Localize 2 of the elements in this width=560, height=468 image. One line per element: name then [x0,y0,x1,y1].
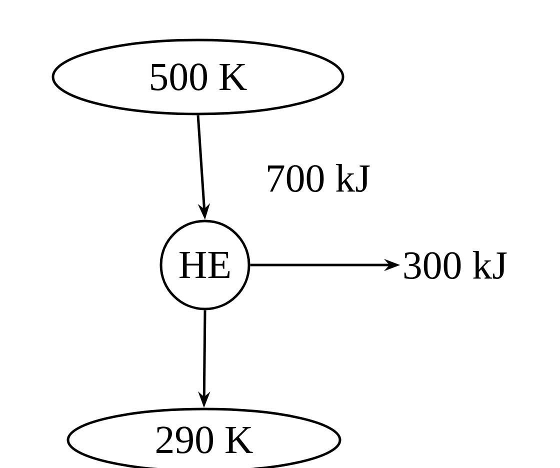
edge-label: 700 kJ [268,164,370,192]
energy-label: 300 kJ [404,250,507,280]
